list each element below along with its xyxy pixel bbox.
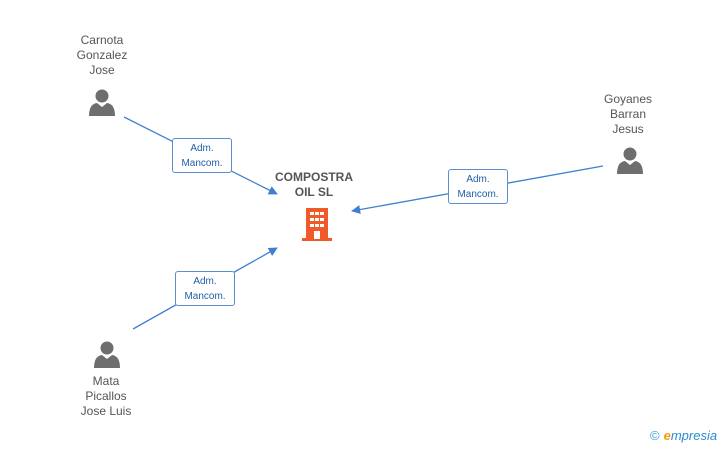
brand-initial: e xyxy=(663,428,671,443)
edge-label-line: Adm. xyxy=(190,143,214,154)
person-name-line: Picallos xyxy=(85,389,127,403)
person-name-line: Jesus xyxy=(612,122,644,136)
edge-label-line: Mancom. xyxy=(184,291,226,302)
person-name-line: Mata xyxy=(92,374,120,388)
company-name[interactable]: COMPOSTRA OIL SL xyxy=(254,170,374,200)
company-name-line: COMPOSTRA xyxy=(275,170,353,184)
person-name-line: Barran xyxy=(609,107,647,121)
person-name-line: Gonzalez xyxy=(76,48,128,62)
empresia-watermark: ©empresia xyxy=(650,428,717,443)
edge-label-line: Mancom. xyxy=(457,189,499,200)
person-name-goyanes[interactable]: Goyanes Barran Jesus xyxy=(568,92,688,137)
edge-label-line: Adm. xyxy=(193,276,217,287)
edge-label-carnota[interactable]: Adm. Mancom. xyxy=(172,138,232,173)
copyright-icon: © xyxy=(650,428,660,443)
brand-rest: mpresia xyxy=(670,428,718,443)
person-name-carnota[interactable]: Carnota Gonzalez Jose xyxy=(42,33,162,78)
person-name-mata[interactable]: Mata Picallos Jose Luis xyxy=(46,374,166,419)
edge-label-goyanes[interactable]: Adm. Mancom. xyxy=(448,169,508,204)
person-name-line: Carnota xyxy=(80,33,124,47)
person-icon[interactable] xyxy=(94,341,120,369)
person-icon[interactable] xyxy=(617,147,643,175)
building-icon[interactable] xyxy=(302,208,332,241)
person-name-line: Jose Luis xyxy=(80,404,132,418)
edge-label-line: Mancom. xyxy=(181,158,223,169)
person-name-line: Goyanes xyxy=(603,92,653,106)
edge-label-mata[interactable]: Adm. Mancom. xyxy=(175,271,235,306)
person-name-line: Jose xyxy=(89,63,115,77)
edge-label-line: Adm. xyxy=(466,174,490,185)
person-icon[interactable] xyxy=(89,89,115,117)
company-name-line: OIL SL xyxy=(294,185,334,199)
